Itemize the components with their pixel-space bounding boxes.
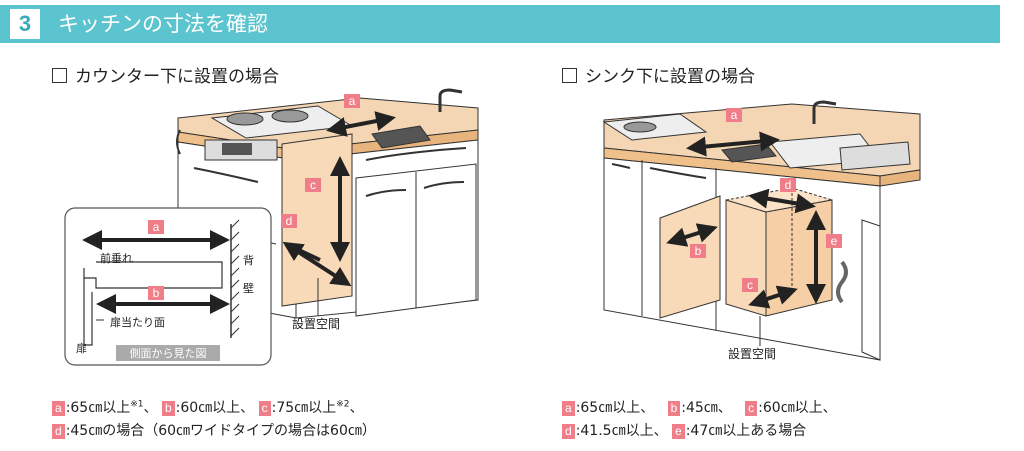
- back-wall-label-2: 壁: [243, 281, 254, 295]
- left-space-label: 設置空間: [292, 316, 340, 331]
- inset-caption: 側面から見た図: [130, 347, 207, 360]
- left-title-text: カウンター下に設置の場合: [75, 67, 279, 87]
- door-face-label: 扉当たり面: [110, 315, 165, 329]
- svg-text:b: b: [695, 244, 702, 258]
- section-title: キッチンの寸法を確認: [58, 12, 268, 36]
- svg-text:e: e: [831, 234, 838, 248]
- right-legend-line2: d:41.5㎝以上、 e:47㎝以上ある場合: [562, 420, 806, 440]
- checkbox-icon: [52, 68, 67, 83]
- tag-a-inset: a: [148, 220, 164, 234]
- svg-text:a: a: [731, 108, 738, 122]
- tag-e-right: e: [826, 234, 842, 248]
- tag-b-right: b: [690, 244, 706, 258]
- tag-c-left: c: [305, 178, 321, 192]
- tag-a-right: a: [726, 108, 742, 122]
- tag-c-right: c: [742, 278, 758, 292]
- front-hang-label: 前垂れ: [100, 251, 133, 265]
- tag-b-inset: b: [148, 286, 164, 300]
- svg-text:b: b: [153, 286, 160, 300]
- right-space-label: 設置空間: [728, 346, 776, 361]
- svg-text:c: c: [310, 178, 316, 192]
- left-legend-line2: d:45㎝の場合（60㎝ワイドタイプの場合は60㎝）: [52, 420, 376, 440]
- svg-text:a: a: [153, 220, 160, 234]
- left-legend-line1: a:65㎝以上※1、 b:60㎝以上、 c:75㎝以上※2、: [52, 397, 363, 417]
- right-section-title: シンク下に設置の場合: [562, 62, 755, 87]
- svg-text:d: d: [785, 178, 792, 192]
- right-title-text: シンク下に設置の場合: [585, 67, 755, 87]
- section-banner: 3 キッチンの寸法を確認: [0, 5, 1000, 43]
- tag-d-left: d: [281, 214, 297, 228]
- tag-d-right: d: [780, 178, 796, 192]
- right-legend-line1: a:65㎝以上、 b:45㎝、 c:60㎝以上、: [562, 397, 837, 417]
- door-label: 扉: [76, 342, 87, 355]
- section-number: 3: [10, 9, 40, 39]
- back-wall-label-1: 背: [243, 253, 254, 267]
- svg-text:c: c: [747, 278, 753, 292]
- checkbox-icon: [562, 68, 577, 83]
- tag-a-left: a: [344, 94, 360, 108]
- svg-text:a: a: [349, 94, 356, 108]
- svg-text:d: d: [286, 214, 293, 228]
- left-section-title: カウンター下に設置の場合: [52, 62, 279, 87]
